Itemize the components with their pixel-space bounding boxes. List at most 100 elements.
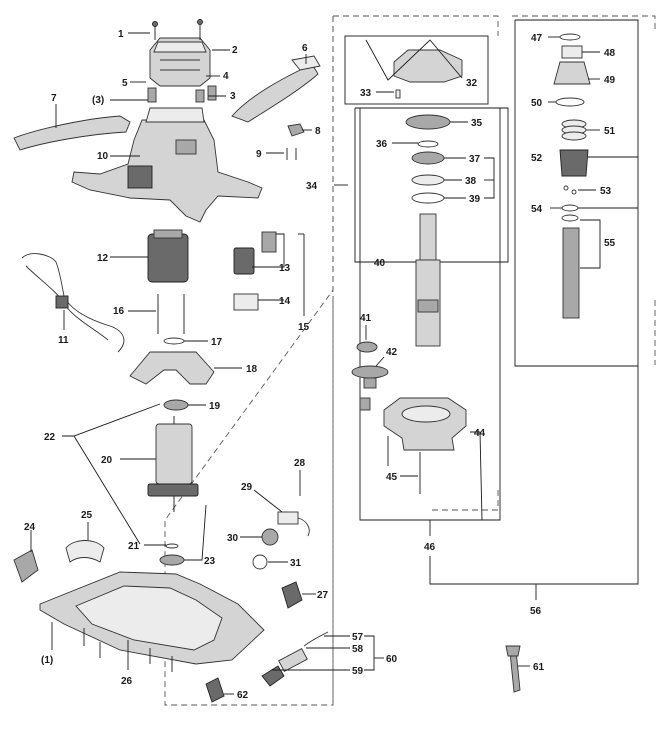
spindle (415, 213, 441, 347)
switch-module (233, 231, 277, 275)
label-37: 37 (469, 154, 481, 165)
bearing-upper (411, 151, 445, 165)
motor-cover (149, 37, 211, 87)
screws-pair (286, 148, 297, 160)
motor-housing (71, 107, 263, 223)
label-13: 13 (279, 263, 291, 274)
gear-wheel (261, 528, 279, 546)
tie-rods (157, 294, 185, 334)
pin-small (395, 89, 401, 99)
label-22: 22 (44, 432, 56, 443)
label-40: 40 (374, 258, 386, 269)
label-42: 42 (386, 347, 398, 358)
screws-long (387, 436, 421, 494)
label-19: 19 (209, 401, 221, 412)
cable-assembly (261, 631, 329, 687)
group-frames (344, 19, 639, 521)
label-17: 17 (211, 337, 223, 348)
label-28: 28 (294, 458, 306, 469)
bellows-49 (553, 61, 591, 85)
label-33: 33 (360, 88, 372, 99)
label-30: 30 (227, 533, 239, 544)
ring-50 (555, 97, 585, 107)
label-59: 59 (352, 666, 364, 677)
label-45: 45 (386, 472, 398, 483)
handle-left (13, 115, 131, 151)
ring-small (417, 140, 439, 148)
leader-lines (30, 32, 639, 695)
label-5: 5 (122, 78, 128, 89)
o-ring (163, 337, 185, 345)
gear-plate (405, 114, 451, 130)
grip-strip (65, 540, 105, 563)
label-14: 14 (279, 296, 291, 307)
collet-52 (559, 149, 589, 177)
label-23: 23 (204, 556, 216, 567)
ring-54 (561, 204, 579, 212)
label-53: 53 (600, 186, 612, 197)
retaining-ring (165, 543, 179, 549)
label-12: 12 (97, 253, 109, 264)
sleeve-48 (561, 45, 583, 59)
label-32: 32 (466, 78, 478, 89)
field-coil (147, 229, 189, 283)
base-plate (39, 571, 265, 665)
fan-baffle (129, 351, 215, 385)
bearing-mid (356, 341, 378, 353)
label-60: 60 (386, 654, 398, 665)
label-39: 39 (469, 194, 481, 205)
screw (152, 19, 203, 40)
label-52: 52 (531, 153, 543, 164)
label-26: 26 (121, 676, 133, 687)
label-2: 2 (232, 45, 238, 56)
switch-lever (287, 123, 305, 137)
o-ring-small (252, 554, 268, 570)
label-62: 62 (237, 690, 249, 701)
label-3-paren: (3) (92, 95, 104, 106)
label-20: 20 (101, 455, 113, 466)
label-10: 10 (97, 151, 109, 162)
label-31: 31 (290, 558, 302, 569)
label-38: 38 (465, 176, 477, 187)
label-8: 8 (315, 126, 321, 137)
label-47: 47 (531, 33, 543, 44)
label-57: 57 (352, 632, 364, 643)
label-25: 25 (81, 510, 93, 521)
label-27: 27 (317, 590, 329, 601)
label-46: 46 (424, 542, 436, 553)
label-16: 16 (113, 306, 125, 317)
screw-set (51, 622, 173, 672)
label-15: 15 (298, 322, 310, 333)
bushing (359, 397, 371, 411)
handle-right (231, 55, 321, 123)
label-35: 35 (471, 118, 483, 129)
hex-shaft-55 (561, 214, 580, 319)
part-number-labels: 1 2 3 4 5 (3) 6 7 8 9 10 11 12 13 14 15 … (24, 29, 616, 701)
gear-housing (383, 397, 467, 451)
wire-harness (21, 253, 125, 353)
label-50: 50 (531, 98, 543, 109)
washer (411, 174, 445, 186)
label-24: 24 (24, 522, 36, 533)
spring-51 (561, 119, 587, 141)
label-36: 36 (376, 139, 388, 150)
eccentric-hub (351, 365, 389, 389)
armature (147, 416, 199, 512)
label-11: 11 (58, 335, 69, 346)
label-7: 7 (51, 93, 57, 104)
knob-right (281, 581, 303, 609)
ring-47 (559, 33, 581, 41)
connector (233, 293, 259, 311)
label-18: 18 (246, 364, 258, 375)
knob-62 (205, 677, 225, 703)
label-1: 1 (118, 29, 124, 40)
label-49: 49 (604, 75, 616, 86)
label-51: 51 (604, 126, 616, 137)
label-58: 58 (352, 644, 364, 655)
sensor-board (277, 511, 310, 537)
label-55: 55 (604, 238, 616, 249)
label-29: 29 (241, 482, 253, 493)
brush-holder (147, 85, 217, 103)
wrench (505, 645, 521, 693)
